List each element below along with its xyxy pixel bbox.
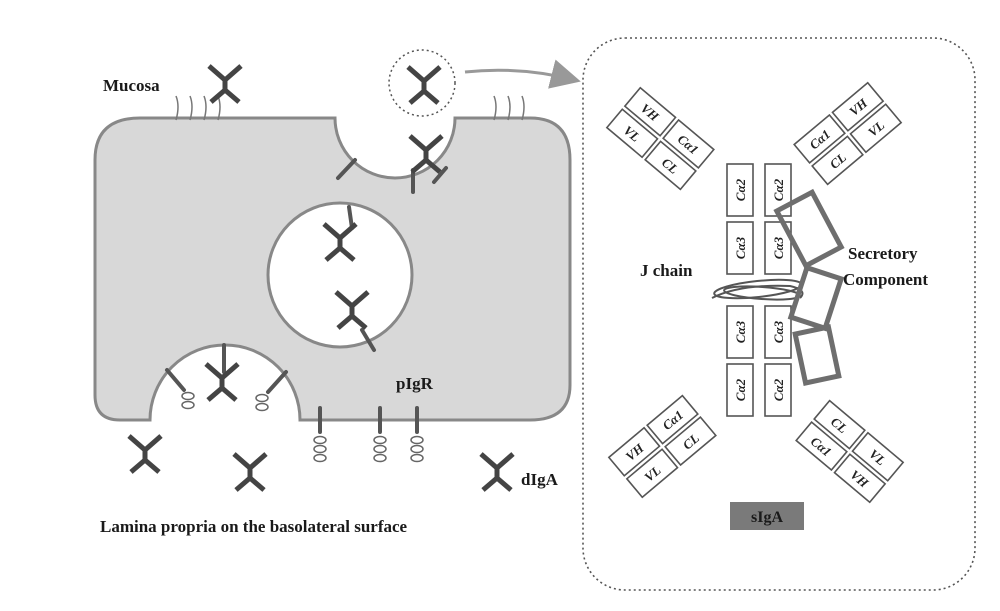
diga-label: dIgA	[521, 470, 559, 489]
zoom-arrow	[464, 59, 581, 89]
ca3-label: Cα3	[771, 236, 786, 259]
endosome-vesicle	[266, 201, 414, 349]
component-label: Component	[843, 270, 928, 289]
ca3-label: Cα3	[771, 320, 786, 343]
ca2-label: Cα2	[733, 378, 748, 401]
fab-arm-upper-right: Cα1 VH CL VL	[793, 81, 903, 186]
siga-label: sIgA	[751, 509, 783, 526]
column-domain-labels: Cα2 Cα3 Cα3 Cα2 Cα2 Cα3 Cα3 Cα2	[733, 178, 786, 401]
diga-molecules	[127, 64, 515, 492]
microvilli	[175, 95, 525, 121]
pigr-label: pIgR	[396, 374, 434, 393]
lamina-propria-label: Lamina propria on the basolateral surfac…	[100, 517, 408, 536]
ca2-label: Cα2	[771, 178, 786, 201]
epithelial-cell	[93, 116, 572, 422]
pigr-coils	[181, 391, 424, 463]
pigr-receptors	[165, 158, 448, 434]
mucosa-label: Mucosa	[103, 76, 160, 95]
j-chain-label: J chain	[640, 261, 693, 280]
ca2-label: Cα2	[771, 378, 786, 401]
secretory-component	[773, 188, 845, 386]
ca2-label: Cα2	[733, 178, 748, 201]
secretory-label: Secretory	[848, 244, 918, 263]
fab-arm-lower-right: CL VL Cα1 VH	[795, 399, 905, 504]
highlight-circle	[388, 49, 456, 117]
fab-arm-upper-left: VH Cα1 VL CL	[605, 86, 715, 191]
ca3-label: Cα3	[733, 320, 748, 343]
ca3-label: Cα3	[733, 236, 748, 259]
fab-arm-lower-left: VH Cα1 VL CL	[607, 394, 717, 499]
heavy-chain-columns	[726, 163, 792, 417]
siga-box	[730, 502, 804, 530]
